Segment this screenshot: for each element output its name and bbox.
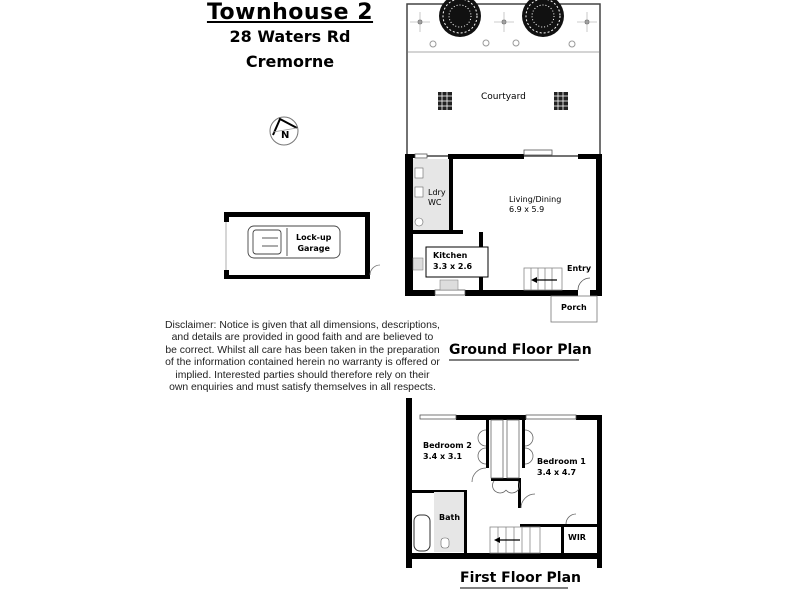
- laundry-label: Ldry: [428, 188, 446, 197]
- room-label-courtyard: Courtyard: [481, 92, 526, 102]
- property-address: 28 Waters Rd: [229, 27, 351, 46]
- living-name: Living/Dining: [509, 195, 562, 204]
- room-label-laundry-wc: Ldry WC: [428, 188, 446, 208]
- room-label-bedroom-2: Bedroom 2 3.4 x 3.1: [423, 440, 472, 462]
- bedroom-1-dims: 3.4 x 4.7: [537, 468, 577, 477]
- bedroom-1-name: Bedroom 1: [537, 457, 586, 466]
- compass-label: N: [281, 130, 290, 141]
- bedroom-2-dims: 3.4 x 3.1: [423, 452, 463, 461]
- room-label-living: Living/Dining 6.9 x 5.9: [509, 195, 561, 215]
- room-label-entry: Entry: [567, 264, 592, 273]
- disclaimer-text: Disclaimer: Notice is given that all dim…: [165, 320, 440, 394]
- room-label-kitchen: Kitchen 3.3 x 2.6: [433, 250, 472, 272]
- car-icon: [247, 225, 341, 259]
- room-label-wir: WIR: [568, 533, 586, 542]
- kitchen-dims: 3.3 x 2.6: [433, 262, 473, 271]
- kitchen-name: Kitchen: [433, 251, 468, 260]
- room-label-porch: Porch: [561, 303, 587, 312]
- property-title: Townhouse 2: [206, 0, 374, 25]
- garage-label: Lock-up Garage: [296, 232, 331, 254]
- tree-icon: [522, 0, 564, 37]
- bedroom-2-name: Bedroom 2: [423, 441, 472, 450]
- garage-label-line1: Lock-up: [296, 233, 332, 242]
- room-label-bedroom-1: Bedroom 1 3.4 x 4.7: [537, 456, 586, 478]
- property-header: Townhouse 2 28 Waters Rd Cremorne: [200, 0, 380, 71]
- tree-icon: [439, 0, 481, 37]
- north-compass-icon: N: [268, 115, 300, 147]
- wc-label: WC: [428, 198, 442, 207]
- property-suburb: Cremorne: [245, 52, 335, 71]
- ground-floor-plan-title: Ground Floor Plan: [449, 342, 592, 358]
- living-dims: 6.9 x 5.9: [509, 205, 545, 214]
- room-label-bath: Bath: [439, 513, 461, 522]
- garage-label-line2: Garage: [297, 244, 330, 253]
- first-floor-plan-title: First Floor Plan: [460, 570, 582, 586]
